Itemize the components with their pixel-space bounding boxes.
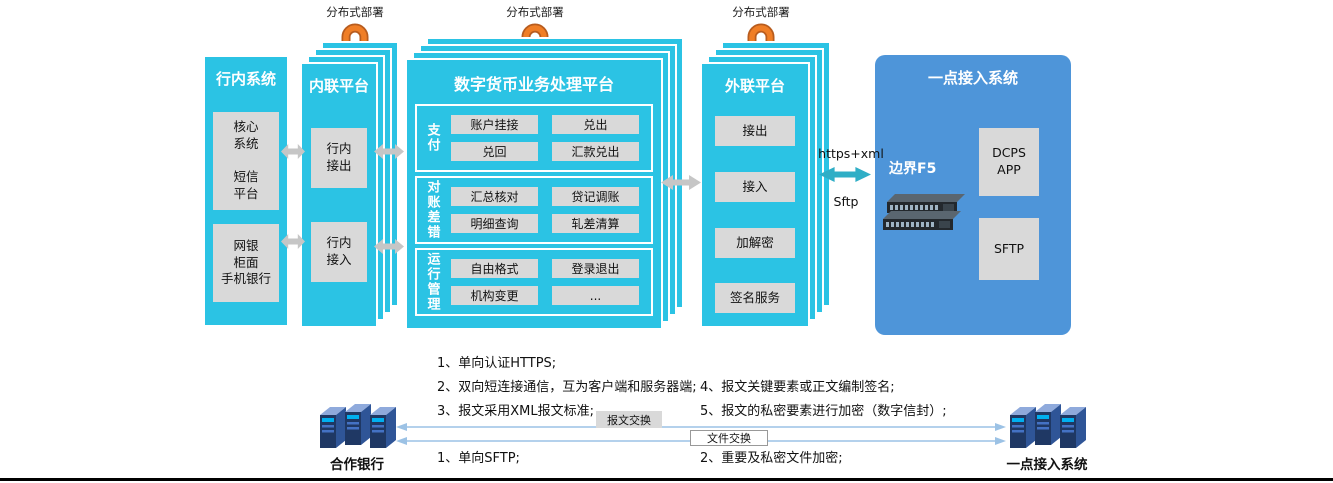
operations-row-grid: 自由格式 登录退出 机构变更 ...	[447, 250, 651, 314]
internal-system-box: 行内系统 核心 系统 短信 平台 网银 柜面 手机银行	[205, 57, 287, 325]
function-box: 自由格式	[451, 259, 538, 278]
note-signature: 4、报文关键要素或正文编制签名;	[700, 380, 895, 395]
deploy-group-3: 分布式部署	[728, 4, 794, 50]
message-exchange-tag: 报文交换	[596, 411, 662, 428]
arrow-outreach-access	[819, 167, 871, 182]
reconciliation-row-grid: 汇总核对 贷记调账 明细查询 轧差清算	[447, 178, 651, 242]
deploy-label: 分布式部署	[326, 5, 384, 19]
outreach-platform-stack: 外联平台 接出 接入 加解密 签名服务	[700, 41, 831, 328]
intranet-platform-box: 内联平台 行内 接出 行内 接入	[300, 62, 378, 328]
function-box: 汇总核对	[451, 187, 538, 206]
operations-row: 运行管理 自由格式 登录退出 机构变更 ...	[415, 248, 653, 316]
note-sftp: 1、单向SFTP;	[437, 451, 520, 466]
bottom-divider	[0, 478, 1333, 481]
intranet-platform-title: 内联平台	[308, 77, 369, 95]
access-system-endpoint-label: 一点接入系统	[1006, 457, 1088, 473]
deploy-group-1: 分布式部署	[322, 4, 388, 50]
border-f5-label: 边界F5	[889, 161, 937, 177]
note-https: 1、单向认证HTTPS;	[437, 356, 557, 371]
dcep-platform-box: 数字货币业务处理平台 支付 账户挂接 兑出 兑回 汇款兑出 对账差错 汇总核对 …	[405, 58, 663, 330]
row-label-text: 运行管理	[424, 252, 440, 312]
note-xml: 3、报文采用XML报文标准;	[437, 404, 595, 419]
arrow-internal-intranet-bottom	[281, 234, 305, 249]
access-system-box: 一点接入系统 边界F5 DCPS APP SFTP	[875, 55, 1071, 335]
intranet-in-box: 行内 接入	[311, 222, 367, 282]
payment-row-label: 支付	[417, 106, 447, 170]
intranet-platform-stack: 内联平台 行内 接出 行内 接入	[300, 41, 399, 328]
core-sms-box: 核心 系统 短信 平台	[213, 112, 279, 210]
payment-row: 支付 账户挂接 兑出 兑回 汇款兑出	[415, 104, 653, 172]
row-label-text: 对账差错	[424, 180, 440, 240]
function-box: 贷记调账	[552, 187, 639, 206]
dcps-app-box: DCPS APP	[979, 128, 1039, 196]
outreach-platform-box: 外联平台 接出 接入 加解密 签名服务	[700, 62, 810, 328]
payment-row-grid: 账户挂接 兑出 兑回 汇款兑出	[447, 106, 651, 170]
outreach-item-box: 加解密	[715, 228, 795, 258]
message-exchange-arrow	[396, 423, 1006, 431]
function-box: 账户挂接	[451, 115, 538, 134]
outreach-item-box: 接出	[715, 116, 795, 146]
note-file-encrypt: 2、重要及私密文件加密;	[700, 451, 843, 466]
outreach-platform-title: 外联平台	[724, 77, 785, 95]
f5-switch-icon	[881, 191, 967, 235]
operations-row-label: 运行管理	[417, 250, 447, 314]
access-system-title: 一点接入系统	[927, 69, 1018, 87]
arrow-dcep-outreach	[661, 175, 701, 190]
note-short-connection: 2、双向短连接通信，互为客户端和服务器端;	[437, 380, 697, 395]
deploy-group-2: 分布式部署	[502, 4, 568, 50]
dcep-platform-stack: 数字货币业务处理平台 支付 账户挂接 兑出 兑回 汇款兑出 对账差错 汇总核对 …	[405, 37, 684, 330]
outreach-item-box: 签名服务	[715, 283, 795, 313]
row-label-text: 支付	[424, 123, 440, 153]
file-exchange-tag: 文件交换	[690, 430, 768, 446]
intranet-out-box: 行内 接出	[311, 128, 367, 188]
partner-bank-servers-icon	[320, 404, 396, 448]
partner-bank-label: 合作银行	[330, 457, 384, 473]
https-xml-label: https+xml	[818, 146, 884, 161]
internal-system-title: 行内系统	[215, 70, 276, 88]
reconciliation-row: 对账差错 汇总核对 贷记调账 明细查询 轧差清算	[415, 176, 653, 244]
dcep-platform-title: 数字货币业务处理平台	[453, 75, 614, 94]
function-box: ...	[552, 286, 639, 305]
arrow-intranet-dcep-top	[374, 144, 404, 159]
deploy-label: 分布式部署	[732, 5, 790, 19]
function-box: 登录退出	[552, 259, 639, 278]
function-box: 兑回	[451, 142, 538, 161]
channel-box: 网银 柜面 手机银行	[213, 224, 279, 302]
outreach-item-box: 接入	[715, 172, 795, 202]
access-system-servers-icon	[1010, 404, 1086, 448]
function-box: 明细查询	[451, 214, 538, 233]
note-encrypt: 5、报文的私密要素进行加密（数字信封）;	[700, 404, 947, 419]
arrow-intranet-dcep-bottom	[374, 239, 404, 254]
function-box: 轧差清算	[552, 214, 639, 233]
sftp-link-label: Sftp	[833, 194, 859, 209]
function-box: 汇款兑出	[552, 142, 639, 161]
deploy-label: 分布式部署	[506, 5, 564, 19]
function-box: 兑出	[552, 115, 639, 134]
sftp-box: SFTP	[979, 218, 1039, 280]
arrow-internal-intranet-top	[281, 144, 305, 159]
function-box: 机构变更	[451, 286, 538, 305]
reconciliation-row-label: 对账差错	[417, 178, 447, 242]
